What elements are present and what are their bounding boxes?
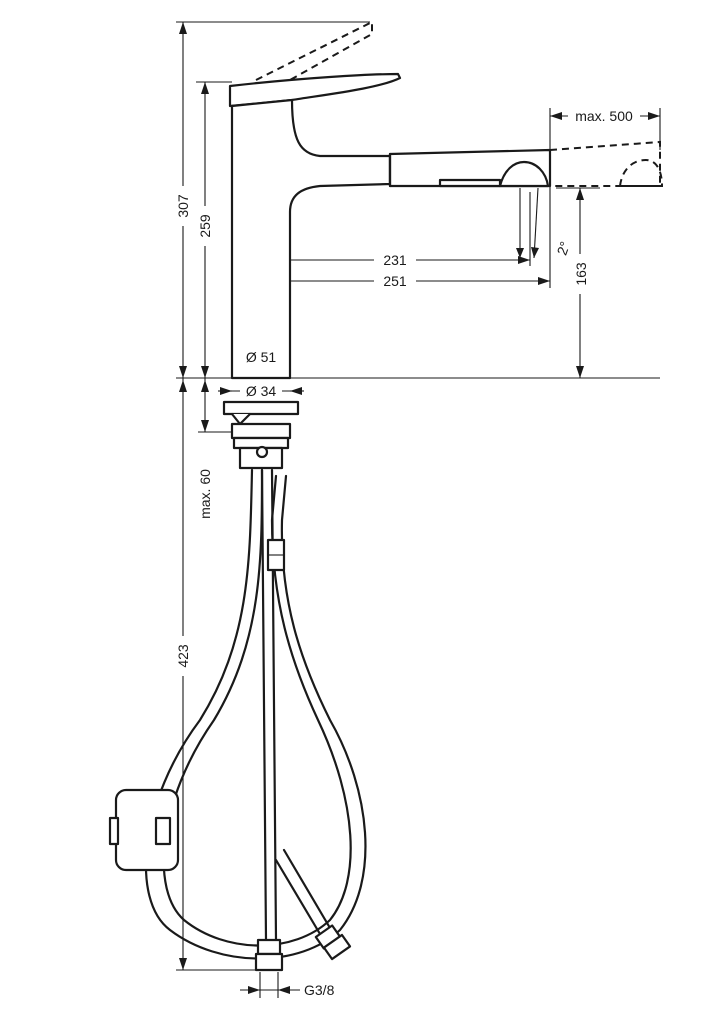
label-hose-length: 423 (175, 644, 191, 668)
label-connection-thread: G3/8 (304, 982, 335, 998)
label-deck-thickness-max: max. 60 (197, 469, 213, 519)
label-pullout-max: max. 500 (575, 108, 633, 124)
faucet-body (222, 20, 664, 470)
label-reach-231: 231 (383, 252, 407, 268)
hoses (108, 468, 367, 972)
label-diameter-body: Ø 51 (246, 349, 277, 365)
dimension-labels: 307 259 163 231 251 max. 500 2° Ø 51 Ø 3… (174, 108, 640, 998)
label-height-spout: 163 (573, 262, 589, 286)
label-height-total: 307 (175, 194, 191, 218)
label-spray-angle: 2° (553, 239, 573, 257)
label-height-lever: 259 (197, 214, 213, 238)
label-reach-251: 251 (383, 273, 407, 289)
label-diameter-base: Ø 34 (246, 383, 277, 399)
